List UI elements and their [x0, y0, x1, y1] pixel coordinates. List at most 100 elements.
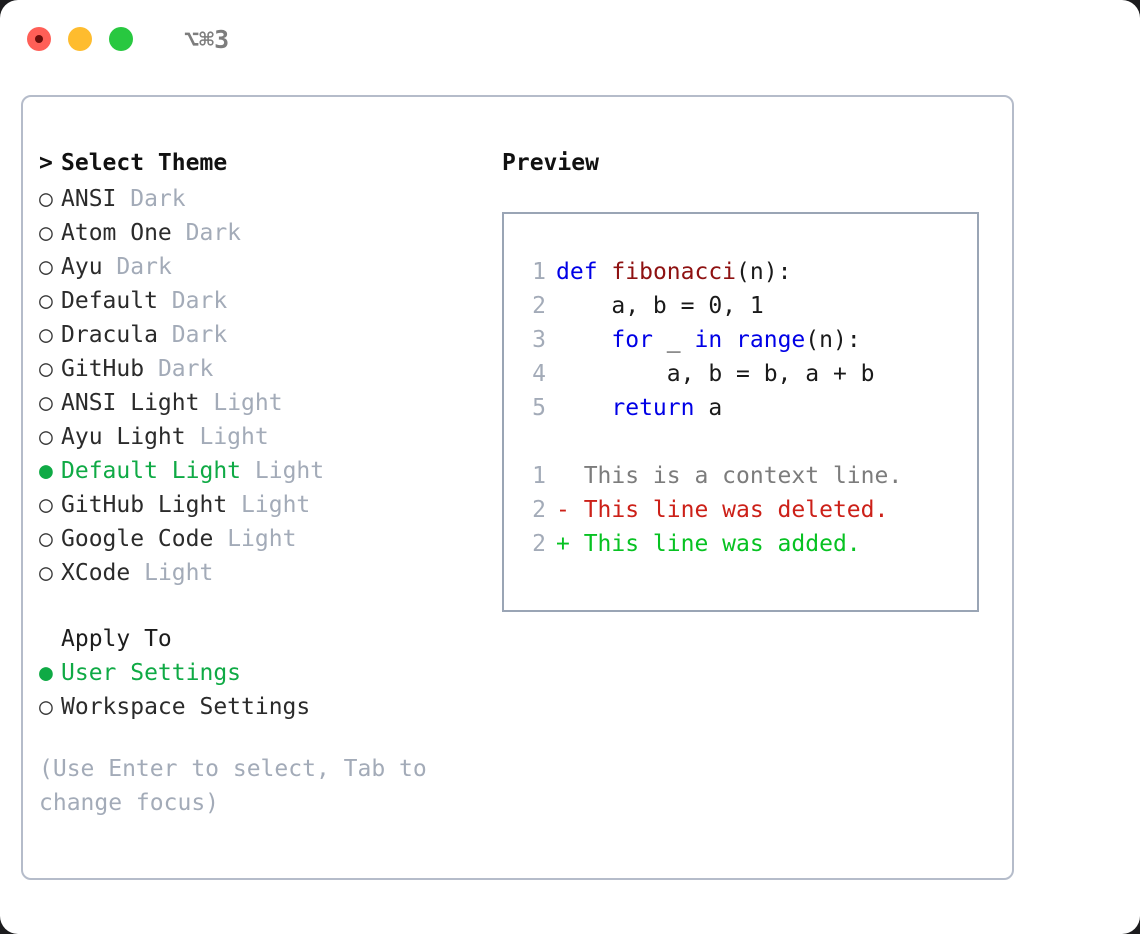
radio-unselected-icon[interactable]: ○	[39, 492, 53, 518]
select-theme-heading-label: Select Theme	[61, 150, 228, 176]
theme-option-github-light[interactable]: ○GitHub Light Light	[39, 492, 479, 526]
diff-line: 1 This is a context line.	[504, 463, 977, 497]
theme-option-label: Default Light	[61, 458, 242, 484]
theme-option-google-code[interactable]: ○ Google Code Light	[39, 526, 479, 560]
theme-label-spacer	[186, 424, 200, 450]
radio-unselected-icon[interactable]: ○	[39, 254, 53, 280]
theme-option-ayu[interactable]: ○Ayu Dark	[39, 254, 479, 288]
theme-option-github[interactable]: ○ GitHub Dark	[39, 356, 479, 390]
radio-unselected-icon[interactable]: ○	[39, 288, 53, 314]
apply-to-option-workspace-settings[interactable]: ○ Workspace Settings	[39, 694, 479, 728]
diff-line: 2 + This line was added.	[504, 531, 977, 565]
code-token	[722, 327, 736, 353]
radio-unselected-icon[interactable]: ○	[39, 526, 53, 552]
theme-option-default[interactable]: ○Default Dark	[39, 288, 479, 322]
theme-option-label: GitHub	[61, 356, 145, 382]
theme-label-spacer	[158, 288, 172, 314]
theme-mode-tag: Dark	[185, 220, 242, 246]
theme-option-label: ANSI Light	[61, 390, 200, 416]
code-token	[598, 259, 612, 285]
line-number: 2	[532, 531, 546, 557]
minimize-window-button[interactable]	[68, 27, 92, 51]
theme-list: ○ ANSI Dark ○ Atom One Dark ○ Ayu Dark ○ Defaul…	[39, 186, 479, 594]
code-token	[556, 327, 611, 353]
theme-list-column: > Select Theme ○ ANSI Dark ○ Atom One Dark ○ A…	[39, 150, 479, 820]
theme-label-spacer	[144, 356, 158, 382]
radio-unselected-icon[interactable]: ○	[39, 390, 53, 416]
theme-mode-tag: Dark	[171, 322, 228, 348]
radio-unselected-icon[interactable]: ○	[39, 356, 53, 382]
keyboard-hint: (Use Enter to select, Tab to change focu…	[39, 756, 441, 816]
theme-option-dracula[interactable]: ○ Dracula Dark	[39, 322, 479, 356]
theme-option-label: Ayu	[61, 254, 103, 280]
diff-line: 2- This line was deleted.	[504, 497, 977, 531]
caret-icon: >	[39, 150, 53, 176]
spacer	[39, 594, 479, 626]
code-token: (n):	[805, 327, 861, 353]
theme-option-ansi[interactable]: ○ ANSI Dark	[39, 186, 479, 220]
theme-option-label: Atom One	[61, 220, 172, 246]
zoom-window-button[interactable]	[109, 27, 133, 51]
radio-unselected-icon[interactable]: ○	[39, 560, 53, 586]
theme-label-spacer	[213, 526, 227, 552]
code-token: fibonacci	[611, 259, 737, 285]
radio-unselected-icon[interactable]: ○	[39, 694, 53, 720]
radio-unselected-icon[interactable]: ○	[39, 186, 53, 212]
code-token: for	[611, 327, 653, 353]
code-token: a	[694, 395, 723, 421]
radio-unselected-icon[interactable]: ○	[39, 322, 53, 348]
diff-line-text: + This line was added.	[556, 531, 861, 557]
apply-to-option-user-settings[interactable]: ●User Settings	[39, 660, 479, 694]
theme-option-label: XCode	[61, 560, 131, 586]
theme-option-default-light[interactable]: ● Default Light Light	[39, 458, 479, 492]
theme-mode-tag: Dark	[130, 186, 186, 212]
code-line: 4 a, b = b, a + b	[504, 361, 977, 395]
theme-option-label: Dracula	[61, 322, 158, 348]
radio-selected-icon[interactable]: ●	[39, 458, 53, 484]
apply-to-heading-label: Apply To	[61, 626, 172, 652]
line-number: 5	[532, 395, 546, 421]
theme-selector-panel: > Select Theme ○ ANSI Dark ○ Atom One Dark ○ A…	[21, 95, 1014, 880]
code-token: _	[652, 327, 695, 353]
select-theme-heading: > Select Theme	[39, 150, 479, 186]
apply-to-list: ●User Settings○ Workspace Settings	[39, 660, 479, 728]
theme-label-spacer	[103, 254, 117, 280]
theme-option-label: Ayu Light	[61, 424, 186, 450]
code-line: 1 def fibonacci(n):	[504, 259, 977, 293]
apply-to-heading: Apply To	[39, 626, 479, 660]
theme-option-ansi-light[interactable]: ○ ANSI Light Light	[39, 390, 479, 424]
close-window-button[interactable]	[27, 27, 51, 51]
apply-to-option-label: Workspace Settings	[61, 694, 311, 720]
theme-option-ayu-light[interactable]: ○ Ayu Light Light	[39, 424, 479, 458]
traffic-lights	[27, 27, 133, 51]
theme-option-atom-one[interactable]: ○ Atom One Dark	[39, 220, 479, 254]
theme-option-xcode[interactable]: ○XCode Light	[39, 560, 479, 594]
diff-line-text: - This line was deleted.	[556, 497, 889, 523]
radio-unselected-icon[interactable]: ○	[39, 220, 53, 246]
code-token: (n):	[736, 259, 792, 285]
theme-option-label: ANSI	[61, 186, 117, 212]
line-number: 1	[532, 259, 546, 285]
spacer	[504, 429, 977, 463]
theme-mode-tag: Light	[254, 458, 325, 484]
code-token: return	[611, 395, 695, 421]
code-token: def	[556, 259, 598, 285]
spacer	[39, 728, 479, 752]
theme-mode-tag: Light	[241, 492, 311, 518]
theme-mode-tag: Light	[227, 526, 297, 552]
theme-label-spacer	[158, 322, 172, 348]
radio-selected-icon[interactable]: ●	[39, 660, 53, 686]
theme-mode-tag: Dark	[157, 356, 214, 382]
code-token	[556, 395, 611, 421]
theme-option-label: Google Code	[61, 526, 214, 552]
theme-label-spacer	[130, 560, 144, 586]
theme-option-label: Default	[61, 288, 158, 314]
theme-mode-tag: Light	[213, 390, 283, 416]
radio-unselected-icon[interactable]: ○	[39, 424, 53, 450]
line-number: 4	[532, 361, 546, 387]
code-line: 5 return a	[504, 395, 977, 429]
theme-mode-tag: Light	[199, 424, 269, 450]
